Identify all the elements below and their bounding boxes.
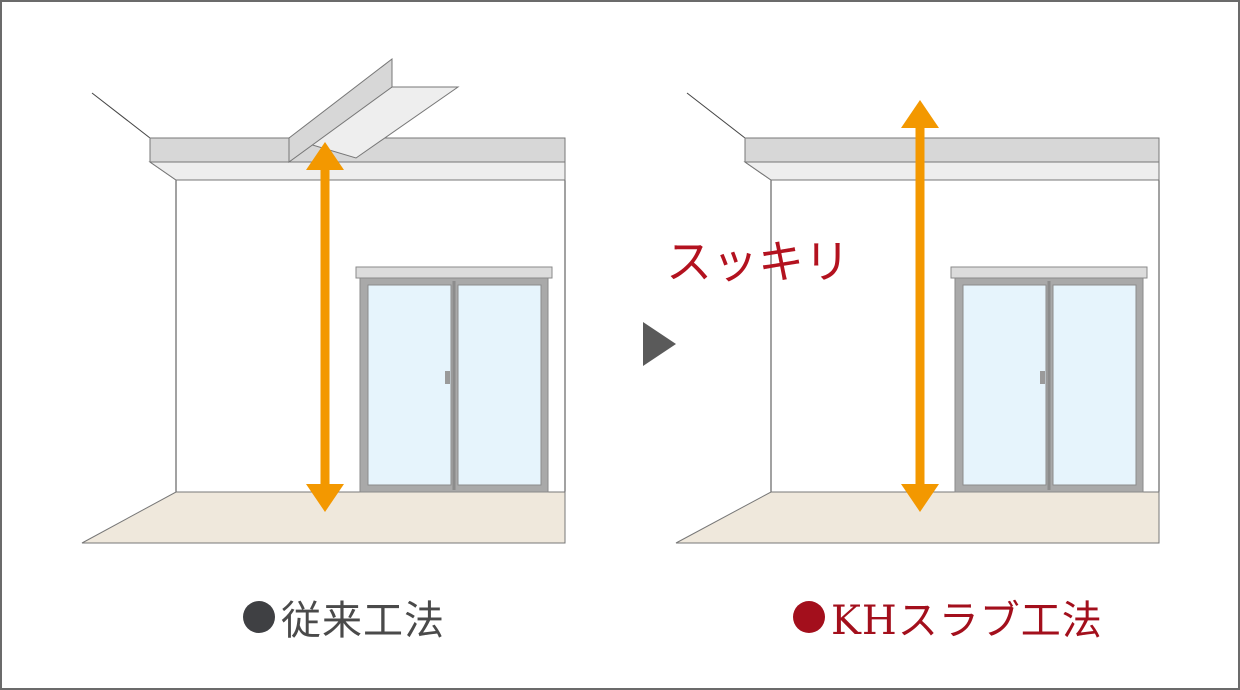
window-glass-right: [1052, 284, 1137, 486]
sliding-window: [950, 266, 1148, 493]
ceiling-edge-line: [91, 92, 151, 139]
sliding-window: [355, 266, 553, 493]
caption-kh-slab: KHスラブ工法: [793, 588, 1103, 646]
bullet-dot-icon: [793, 601, 825, 633]
caption-conventional-label: 従来工法: [281, 598, 445, 644]
sukkiri-annotation: スッキリ: [666, 235, 850, 289]
window-glass-left: [367, 284, 452, 486]
window-handle: [445, 371, 450, 384]
conventional-room: [81, 57, 566, 544]
window-handle: [1040, 371, 1045, 384]
caption-conventional: 従来工法: [243, 588, 445, 646]
window-glass-left: [962, 284, 1047, 486]
caption-kh-slab-label: KHスラブ工法: [831, 598, 1103, 644]
window-glass-right: [457, 284, 542, 486]
diagonal-beam-side: [288, 57, 393, 163]
ceiling-beam-bottom: [743, 161, 1160, 181]
ceiling-beam-face: [744, 137, 1160, 163]
ceiling-height-arrow: [901, 100, 939, 512]
ceiling-height-arrow: [306, 142, 344, 512]
ceiling-beam-bottom: [148, 161, 566, 181]
bullet-dot-icon: [243, 601, 275, 633]
next-triangle-icon: [643, 322, 676, 366]
kh-slab-room: [675, 92, 1160, 544]
ceiling-edge-line: [686, 92, 746, 139]
